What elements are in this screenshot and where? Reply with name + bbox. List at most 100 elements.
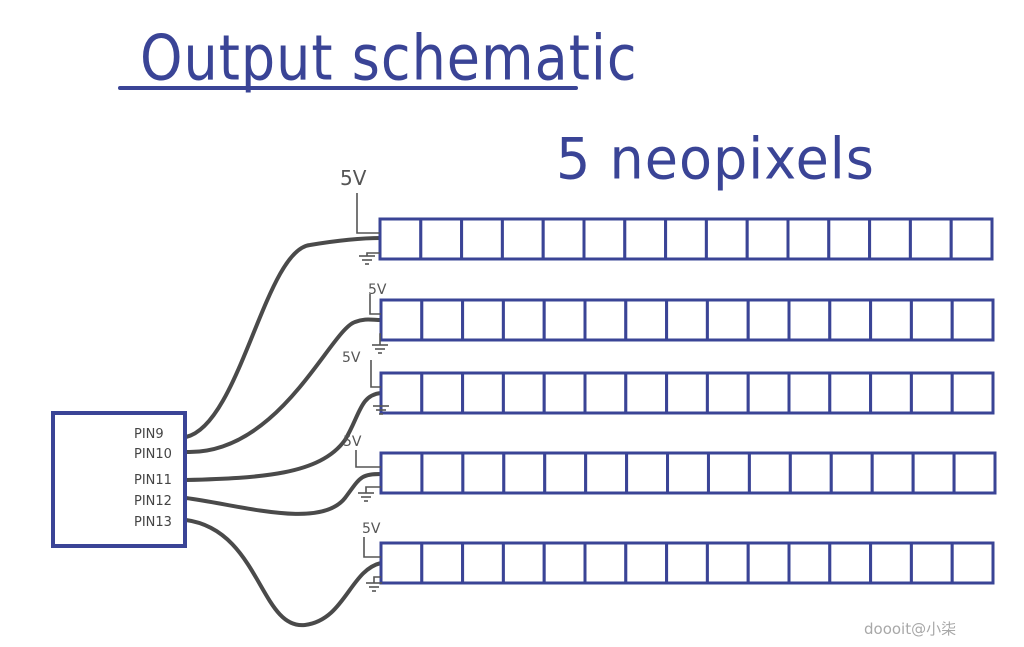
neopixel-cell bbox=[502, 451, 547, 495]
neopixel-cell bbox=[787, 371, 832, 415]
neopixel-cell bbox=[665, 541, 709, 585]
power-label-5v: 5V bbox=[343, 434, 362, 450]
neopixel-cell bbox=[950, 541, 995, 585]
neopixel-cell bbox=[500, 217, 545, 261]
neopixel-cell bbox=[706, 451, 751, 495]
neopixel-cell bbox=[461, 541, 505, 585]
power-line bbox=[363, 537, 381, 558]
neopixel-cell bbox=[420, 451, 465, 495]
neopixel-cell bbox=[461, 451, 506, 495]
neopixel-cell bbox=[624, 298, 669, 342]
neopixel-cell bbox=[828, 371, 873, 415]
neopixel-cell bbox=[378, 217, 423, 261]
neopixel-cell bbox=[909, 541, 954, 585]
signal-wire bbox=[184, 518, 383, 628]
neopixel-cell bbox=[379, 451, 424, 495]
neopixel-cell bbox=[461, 298, 505, 342]
neopixel-strip: 5V bbox=[342, 350, 995, 415]
neopixel-cell bbox=[665, 298, 709, 342]
power-line bbox=[369, 294, 381, 315]
neopixel-cell bbox=[461, 371, 505, 415]
neopixel-cell bbox=[582, 217, 627, 261]
neopixel-cell bbox=[909, 371, 954, 415]
pin-label: PIN12 bbox=[134, 494, 172, 509]
neopixel-cell bbox=[869, 371, 913, 415]
neopixel-cell bbox=[952, 451, 997, 495]
power-label-5v: 5V bbox=[342, 350, 361, 366]
neopixel-cell bbox=[501, 371, 546, 415]
neopixel-cell bbox=[583, 541, 628, 585]
neopixel-cell bbox=[542, 541, 587, 585]
neopixel-strip: 5V bbox=[340, 166, 994, 265]
neopixel-cell bbox=[746, 541, 791, 585]
neopixel-cell bbox=[705, 541, 750, 585]
neopixel-cell bbox=[543, 451, 588, 495]
neopixel-cell bbox=[664, 217, 708, 261]
signal-wire bbox=[184, 472, 383, 516]
neopixel-cell bbox=[787, 298, 832, 342]
signal-wire bbox=[184, 236, 383, 439]
neopixel-cell bbox=[501, 298, 546, 342]
pin-label: PIN10 bbox=[134, 447, 172, 462]
neopixel-cell bbox=[950, 371, 995, 415]
neopixel-cell bbox=[419, 217, 464, 261]
pin-label: PIN11 bbox=[134, 473, 172, 488]
ground-line bbox=[365, 486, 381, 493]
neopixel-cell bbox=[542, 371, 587, 415]
title-underline bbox=[118, 86, 578, 90]
neopixel-cell bbox=[583, 371, 628, 415]
controller-box bbox=[51, 411, 187, 548]
neopixel-cell bbox=[379, 371, 424, 415]
neopixel-cell bbox=[949, 217, 994, 261]
neopixel-cell bbox=[379, 541, 424, 585]
neopixel-cell bbox=[746, 371, 791, 415]
signal-wire bbox=[184, 391, 383, 482]
neopixel-cell bbox=[501, 541, 546, 585]
ground-symbol bbox=[358, 492, 374, 502]
pin-label: PIN9 bbox=[134, 427, 164, 442]
neopixel-cell bbox=[624, 541, 669, 585]
neopixel-strips-group: 5V 5V 5V 5V 5V bbox=[340, 166, 997, 592]
neopixel-strip: 5V bbox=[362, 521, 995, 592]
power-label-5v: 5V bbox=[362, 521, 381, 537]
power-label-5v: 5V bbox=[340, 166, 367, 190]
ground-line bbox=[379, 333, 381, 345]
wires-group bbox=[184, 236, 383, 628]
neopixel-strip: 5V bbox=[343, 434, 997, 502]
signal-wire bbox=[184, 317, 383, 455]
neopixel-cell bbox=[829, 451, 874, 495]
neopixel-strip: 5V bbox=[368, 282, 995, 354]
neopixel-cell bbox=[624, 371, 669, 415]
neopixel-cell bbox=[908, 217, 953, 261]
power-line bbox=[370, 360, 381, 388]
neopixel-cell bbox=[541, 217, 586, 261]
neopixel-cell bbox=[911, 451, 956, 495]
neopixel-cell bbox=[704, 217, 749, 261]
ground-symbol bbox=[359, 255, 375, 265]
neopixel-cell bbox=[705, 298, 750, 342]
schematic-title: Output schematic bbox=[140, 22, 638, 95]
pin-label: PIN13 bbox=[134, 515, 172, 530]
neopixel-cell bbox=[828, 298, 873, 342]
neopixel-cell bbox=[868, 217, 912, 261]
neopixel-cell bbox=[950, 298, 995, 342]
neopixel-cell bbox=[666, 451, 710, 495]
neopixel-cell bbox=[869, 541, 913, 585]
neopixel-cell bbox=[420, 371, 465, 415]
neopixel-cell bbox=[746, 298, 791, 342]
neopixel-cell bbox=[870, 451, 915, 495]
neopixel-cell bbox=[379, 298, 424, 342]
neopixel-cell bbox=[788, 451, 833, 495]
neopixel-cell bbox=[623, 217, 668, 261]
neopixel-cell bbox=[583, 298, 628, 342]
neopixel-cell bbox=[869, 298, 913, 342]
neopixel-cell bbox=[786, 217, 831, 261]
neopixel-cell bbox=[745, 217, 790, 261]
neopixel-cell bbox=[828, 541, 873, 585]
watermark: doooit@小柒 bbox=[864, 620, 957, 638]
neopixel-cell bbox=[705, 371, 750, 415]
ground-line bbox=[373, 576, 381, 583]
neopixel-cell bbox=[909, 298, 954, 342]
